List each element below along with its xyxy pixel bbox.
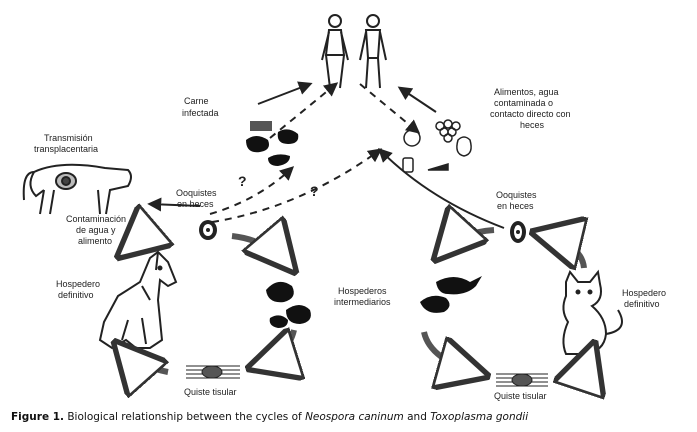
label-alimentos-4: heces	[520, 120, 545, 130]
label-contaminacion-3: alimento	[78, 236, 112, 246]
dog-illustration	[98, 250, 178, 350]
label-quiste-left: Quiste tisular	[184, 387, 237, 397]
right-cycle-arrows	[421, 230, 592, 376]
label-ooquistes-right-1: Ooquistes	[496, 190, 537, 200]
humans-illustration	[321, 14, 387, 89]
dashed-oocyst-meat-arrow	[209, 166, 295, 215]
label-transmision-1: Transmisión	[44, 133, 93, 143]
dashed-meat-human-arrow	[269, 82, 339, 139]
label-carne: Carne	[184, 96, 209, 106]
oocyst-left-icon	[199, 220, 217, 240]
caption-organism-2: Toxoplasma gondii	[430, 411, 529, 423]
label-alimentos-2: contaminada o	[494, 98, 553, 108]
caption-organism-1: Neospora caninum	[305, 411, 404, 423]
left-cycle-arrows	[120, 236, 294, 372]
label-ooquistes-left-1: Ooquistes	[176, 188, 217, 198]
cow-illustration	[22, 163, 132, 215]
question-mark-2: ?	[310, 183, 319, 199]
label-ooquistes-left-2: en heces	[177, 199, 214, 209]
label-infectada: infectada	[182, 108, 219, 118]
oocyst-to-human-arrow	[378, 148, 505, 229]
label-ooquistes-right-2: en heces	[497, 201, 534, 211]
label-hospedero-right-1: Hospedero	[622, 288, 666, 298]
label-alimentos-3: contacto directo con	[490, 109, 571, 119]
dashed-human-food-arrow	[359, 83, 421, 134]
intermediate-hosts-icon	[266, 281, 311, 328]
label-transmision-2: transplacentaria	[34, 144, 98, 154]
food-to-human-arrow	[397, 86, 437, 113]
bird-mouse-icon	[420, 276, 482, 313]
caption-figure-label: Figure 1.	[11, 411, 65, 423]
label-contaminacion-2: de agua y	[76, 225, 116, 235]
food-water-icon	[402, 119, 472, 173]
tissue-cyst-left-icon	[186, 365, 240, 379]
oocyst-to-cow-arrow	[147, 197, 201, 212]
tissue-cyst-right-icon	[496, 373, 548, 387]
woman-figure-icon	[321, 14, 349, 89]
dashed-oocyst-food-arrow	[211, 148, 383, 223]
question-mark-1: ?	[238, 173, 247, 189]
label-hospedero-left-2: definitivo	[58, 290, 94, 300]
label-alimentos-1: Alimentos, agua	[494, 87, 559, 97]
label-hospedero-right-2: definitivo	[624, 299, 660, 309]
oocyst-right-icon	[510, 221, 526, 243]
caption-text-before: Biological relationship between the cycl…	[64, 411, 306, 423]
label-quiste-right: Quiste tisular	[494, 391, 547, 401]
label-hospederos-int-2: intermediarios	[334, 297, 391, 307]
infected-meat-icon	[246, 121, 299, 166]
label-contaminacion-1: Contaminación	[66, 214, 126, 224]
figure-caption: Figure 1. Biological relationship betwee…	[11, 411, 528, 423]
man-figure-icon	[359, 14, 387, 89]
cat-illustration	[562, 269, 623, 355]
transmission-arrows	[147, 81, 505, 229]
caption-text-middle: and	[403, 411, 431, 423]
meat-to-human-arrow	[257, 81, 313, 105]
label-hospedero-left-1: Hospedero	[56, 279, 100, 289]
label-hospederos-int-1: Hospederos	[338, 286, 387, 296]
